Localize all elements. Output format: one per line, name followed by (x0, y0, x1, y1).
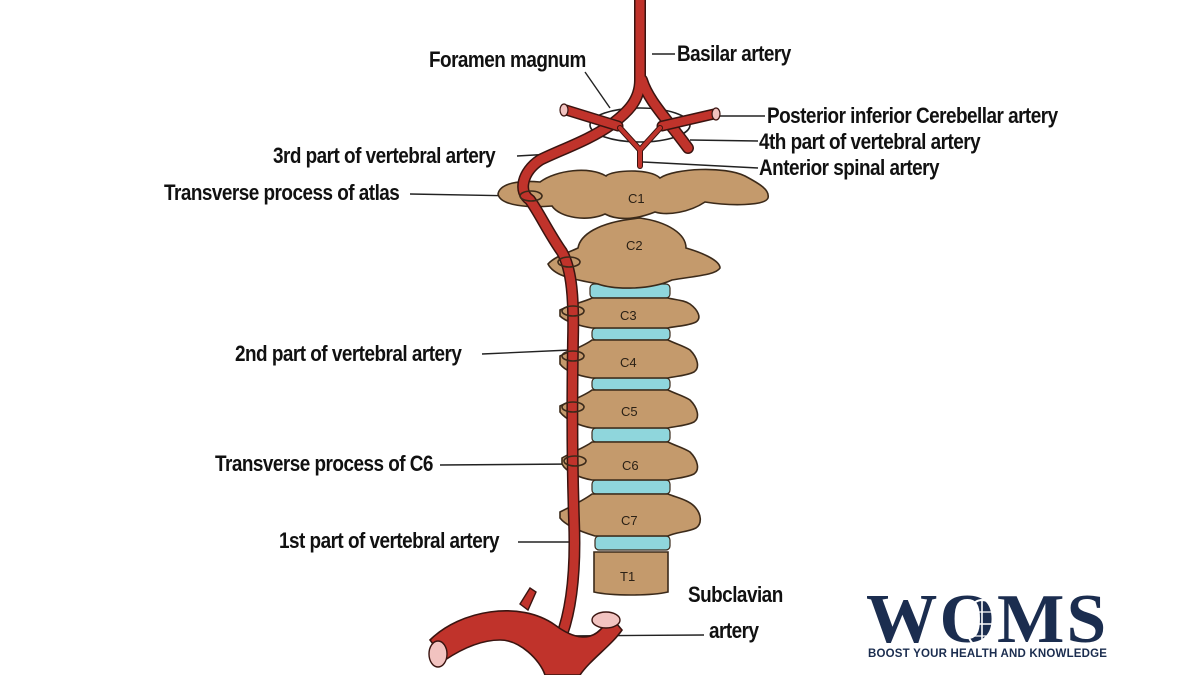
subclavian-left-end (428, 640, 448, 668)
basilar-artery (607, 0, 645, 129)
label-c3: C3 (620, 308, 637, 323)
label-tp-atlas: Transverse process of atlas (164, 180, 400, 205)
subclavian-artery (428, 587, 623, 676)
logo-wordmark: WOMS (866, 581, 1109, 658)
vertebra-c7 (559, 493, 702, 537)
label-subclavian-line2: artery (709, 618, 759, 643)
leader-anterior-spinal (642, 161, 759, 169)
subclavian-branch (519, 587, 537, 612)
label-fourth-part: 4th part of vertebral artery (759, 129, 981, 154)
vertebra-labels: C1 C2 C3 C4 C5 C6 C7 T1 (620, 191, 645, 584)
vertebra-c2 (547, 217, 721, 289)
vertebra-c3 (559, 297, 700, 329)
label-foramen-magnum: Foramen magnum (429, 47, 586, 72)
vertebra-c1 (497, 168, 769, 220)
vertebra-c6 (561, 441, 699, 481)
label-subclavian-line1: Subclavian (688, 582, 783, 607)
label-tp-c6: Transverse process of C6 (215, 451, 433, 476)
pica-left-end (559, 103, 569, 117)
arteries (517, 0, 720, 646)
label-anterior-spinal: Anterior spinal artery (759, 155, 940, 180)
label-t1: T1 (620, 569, 635, 584)
transverse-foramina (519, 190, 587, 467)
leader-fourth-part (689, 139, 759, 142)
vertebra-c4 (559, 339, 699, 379)
left-vertebral-artery (518, 119, 617, 645)
pica-right-end (711, 107, 721, 121)
woms-logo: WOMS BOOST YOUR HEALTH AND KNOWLEDGE (866, 585, 1170, 666)
vertebra-t1 (593, 551, 669, 596)
label-c5: C5 (621, 404, 638, 419)
leader-foramen-magnum (584, 71, 611, 109)
pica-left (562, 106, 622, 130)
label-c2: C2 (626, 238, 643, 253)
logo-tagline: BOOST YOUR HEALTH AND KNOWLEDGE (868, 648, 1108, 660)
label-c4: C4 (620, 355, 637, 370)
label-first-part: 1st part of vertebral artery (279, 528, 500, 553)
vertebra-c5 (559, 389, 699, 429)
subclavian-right-end (591, 611, 621, 629)
pica-right (658, 110, 718, 130)
label-c1: C1 (628, 191, 645, 206)
label-c7: C7 (621, 513, 638, 528)
label-pica: Posterior inferior Cerebellar artery (767, 103, 1058, 128)
label-c6: C6 (622, 458, 639, 473)
subclavian-trunk (428, 610, 623, 676)
label-second-part: 2nd part of vertebral artery (235, 341, 462, 366)
leader-subclavian (561, 634, 705, 637)
label-third-part: 3rd part of vertebral artery (273, 143, 496, 168)
leader-tp-c6 (439, 463, 576, 466)
right-vertebral-artery (637, 75, 693, 153)
label-basilar-artery: Basilar artery (677, 41, 791, 66)
globe-icon (965, 599, 999, 649)
vertebrae (497, 168, 769, 596)
leader-second-part (481, 349, 571, 355)
leader-lines (409, 53, 765, 637)
